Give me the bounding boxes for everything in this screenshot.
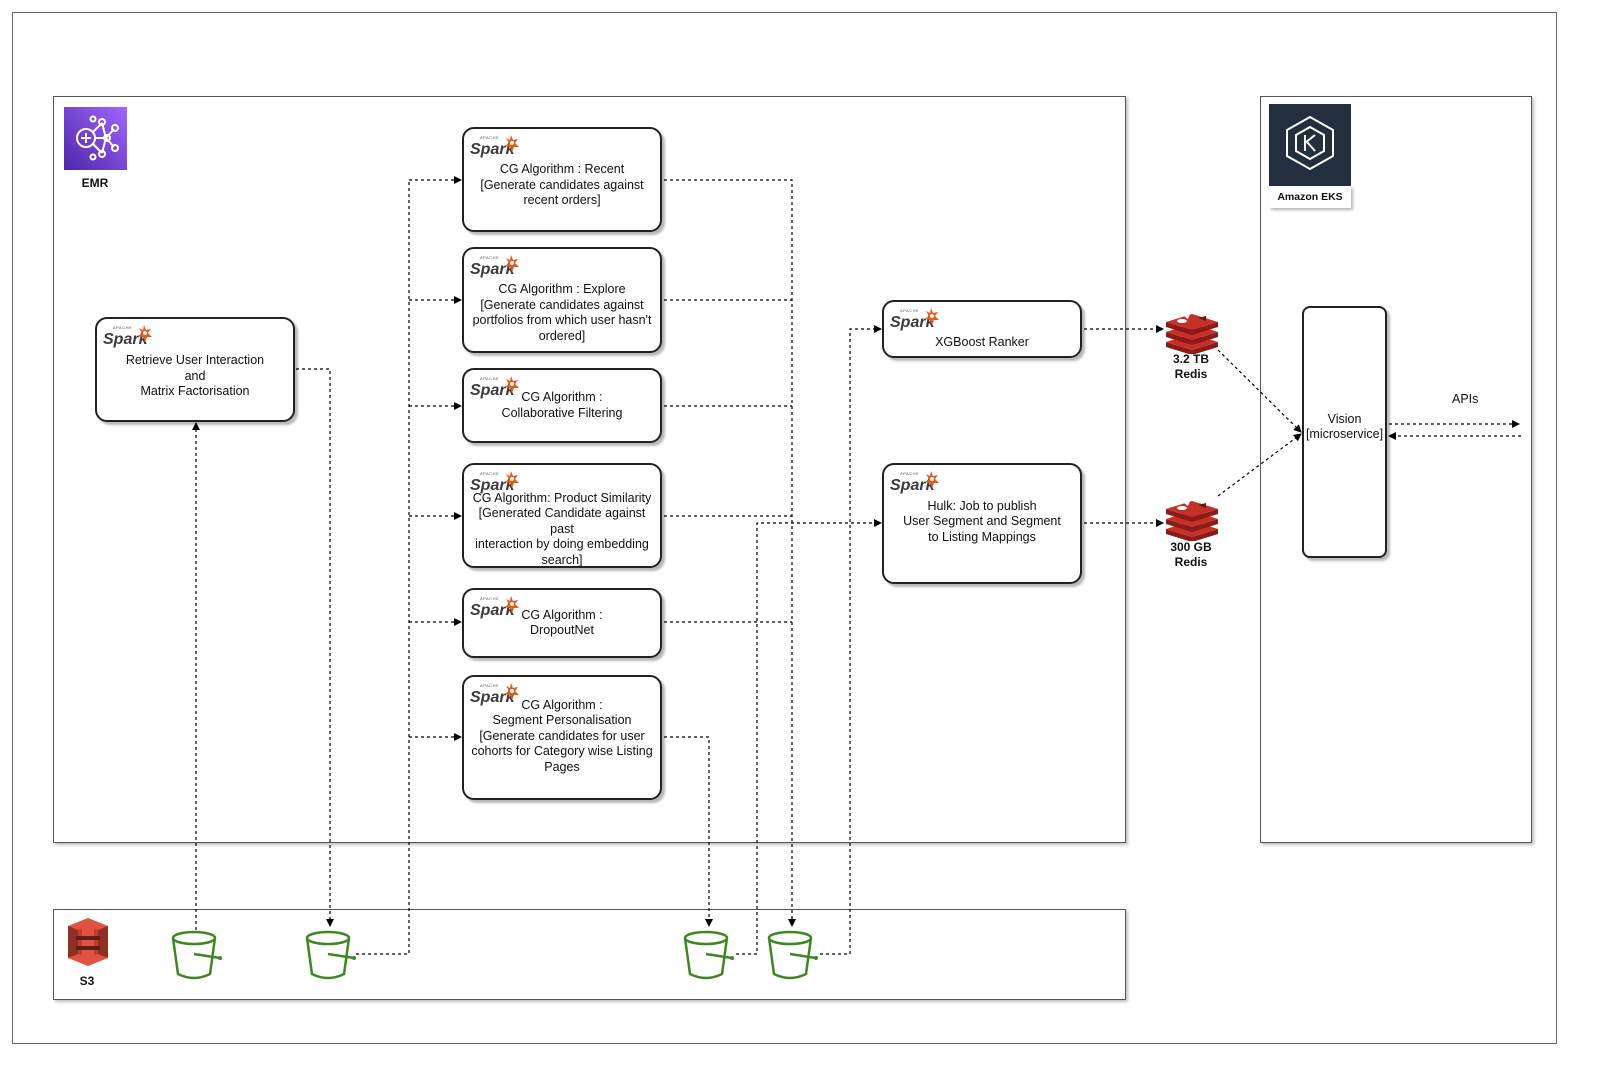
- cg-segment-label: CG Algorithm : Segment Personalisation […: [471, 697, 653, 774]
- svg-text:APACHE: APACHE: [900, 471, 919, 476]
- redis-bottom-label: 300 GB Redis: [1170, 540, 1212, 569]
- svg-text:Spark: Spark: [470, 261, 516, 278]
- svg-text:Spark: Spark: [103, 331, 149, 348]
- redis-icon: [1166, 314, 1218, 354]
- svg-text:APACHE: APACHE: [113, 325, 132, 330]
- svg-text:APACHE: APACHE: [480, 135, 499, 140]
- svg-text:Spark: Spark: [470, 477, 516, 494]
- svg-text:APACHE: APACHE: [480, 255, 499, 260]
- svg-text:APACHE: APACHE: [480, 596, 499, 601]
- cg-collab-label: CG Algorithm : Collaborative Filtering: [501, 390, 623, 420]
- svg-text:Spark: Spark: [470, 382, 516, 399]
- redis-top-label: 3.2 TB Redis: [1172, 352, 1209, 381]
- svg-text:Spark: Spark: [470, 689, 516, 706]
- svg-text:APACHE: APACHE: [900, 308, 919, 313]
- eks-label-bg: [1269, 186, 1351, 208]
- s3-bucket-icon: [767, 930, 818, 980]
- svg-text:Spark: Spark: [470, 141, 516, 158]
- svg-text:APACHE: APACHE: [480, 471, 499, 476]
- xgboost-label: XGBoost Ranker: [935, 335, 1029, 350]
- svg-text:APACHE: APACHE: [480, 683, 499, 688]
- svg-text:APACHE: APACHE: [480, 376, 499, 381]
- svg-text:Spark: Spark: [890, 477, 936, 494]
- eks-label: Amazon EKS: [1277, 191, 1343, 203]
- hulk-label: Hulk: Job to publish User Segment and Se…: [903, 498, 1061, 544]
- s3-bucket-icon: [305, 930, 356, 980]
- apis-label: APIs: [1452, 392, 1479, 406]
- svg-text:Spark: Spark: [890, 314, 936, 331]
- eks-icon: [1269, 104, 1351, 186]
- eks-group: [1260, 96, 1532, 843]
- emr-label: EMR: [81, 176, 109, 190]
- cg-similarity-label: CG Algorithm: Product Similarity [Genera…: [472, 490, 652, 567]
- vision-node: Vision [microservice]: [1302, 306, 1387, 558]
- svg-text:Spark: Spark: [470, 602, 516, 619]
- vision-label: Vision [microservice]: [1305, 411, 1384, 442]
- emr-icon: [64, 107, 127, 170]
- s3-label: S3: [79, 974, 95, 988]
- s3-bucket-icon: [683, 930, 734, 980]
- cg-dropout-label: CG Algorithm : DropoutNet: [521, 607, 603, 638]
- retrieve-mf-label: Retrieve User Interaction and Matrix Fac…: [125, 353, 265, 399]
- cg-recent-label: CG Algorithm : Recent [Generate candidat…: [480, 162, 644, 208]
- s3-group: [53, 909, 1126, 1000]
- s3-icon: [68, 918, 108, 966]
- s3-bucket-icon: [171, 930, 222, 980]
- cg-explore-label: CG Algorithm : Explore [Generate candida…: [472, 282, 652, 343]
- redis-icon: [1166, 501, 1218, 541]
